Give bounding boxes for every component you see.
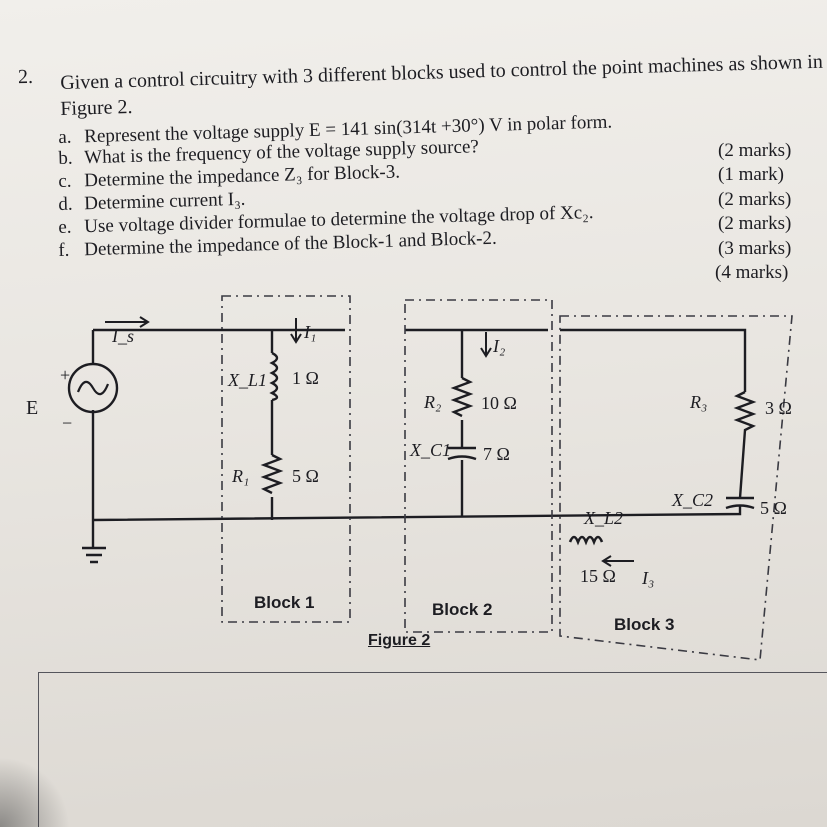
XL2-name: X_L2 [584, 508, 624, 528]
inductor-XL2 [568, 535, 604, 546]
ac-source-circle [67, 362, 119, 414]
bottom-wire [92, 506, 742, 522]
marks-e: (3 marks) [718, 238, 792, 259]
inductor-XL1 [269, 351, 279, 402]
R1-value: 5 Ω [292, 466, 319, 486]
ac-source-sine [76, 380, 110, 396]
block1-boundary [221, 295, 351, 623]
block3-label: Block 3 [614, 615, 675, 634]
current-arrow-Is [105, 316, 150, 328]
XC1-value: 7 Ω [483, 444, 510, 464]
block2-label: Block 2 [432, 600, 493, 619]
R2-name: R₂ [424, 392, 442, 412]
marks-d: (2 marks) [718, 213, 792, 234]
marks-a: (2 marks) [718, 140, 792, 161]
current-label-I3: I₃ [642, 568, 655, 588]
R2-value: 10 Ω [481, 393, 517, 413]
top-wire [93, 328, 747, 392]
current-arrow-I3 [601, 555, 634, 567]
XL2-value: 15 Ω [580, 566, 616, 586]
XC2-value: 5 Ω [760, 498, 787, 518]
current-arrow-I1 [290, 318, 302, 344]
resistor-R2 [450, 376, 474, 418]
R1-name: R₁ [232, 466, 250, 486]
marks-b: (1 mark) [718, 164, 784, 185]
current-label-I2: I₂ [493, 336, 506, 356]
figure-caption: Figure 2 [368, 632, 431, 649]
block1-label: Block 1 [254, 593, 315, 612]
marks-c: (2 marks) [718, 189, 792, 210]
XL1-name: X_L1 [228, 370, 268, 390]
XC1-name: X_C1 [410, 440, 452, 460]
resistor-R3 [733, 390, 757, 499]
answer-box [38, 672, 827, 827]
source-label-E: E [26, 397, 39, 419]
current-arrow-I2 [480, 332, 492, 358]
current-label-I1: I₁ [304, 322, 317, 342]
corner-shadow [0, 757, 70, 827]
R3-value: 3 Ω [765, 398, 792, 418]
R3-name: R₃ [690, 392, 708, 412]
marks-f: (4 marks) [715, 262, 789, 283]
XL1-value: 1 Ω [292, 368, 319, 388]
block3-boundary [559, 315, 793, 661]
capacitor-XC1 [447, 446, 477, 461]
XC2-name: X_C2 [672, 490, 714, 510]
block2-boundary [404, 299, 553, 633]
current-label-Is: I_s [112, 326, 134, 346]
resistor-R1 [260, 453, 284, 495]
source-plus-sign: + [60, 365, 71, 385]
ground-symbol [82, 546, 106, 564]
capacitor-XC2 [725, 496, 755, 510]
source-minus-sign: − [62, 413, 73, 433]
